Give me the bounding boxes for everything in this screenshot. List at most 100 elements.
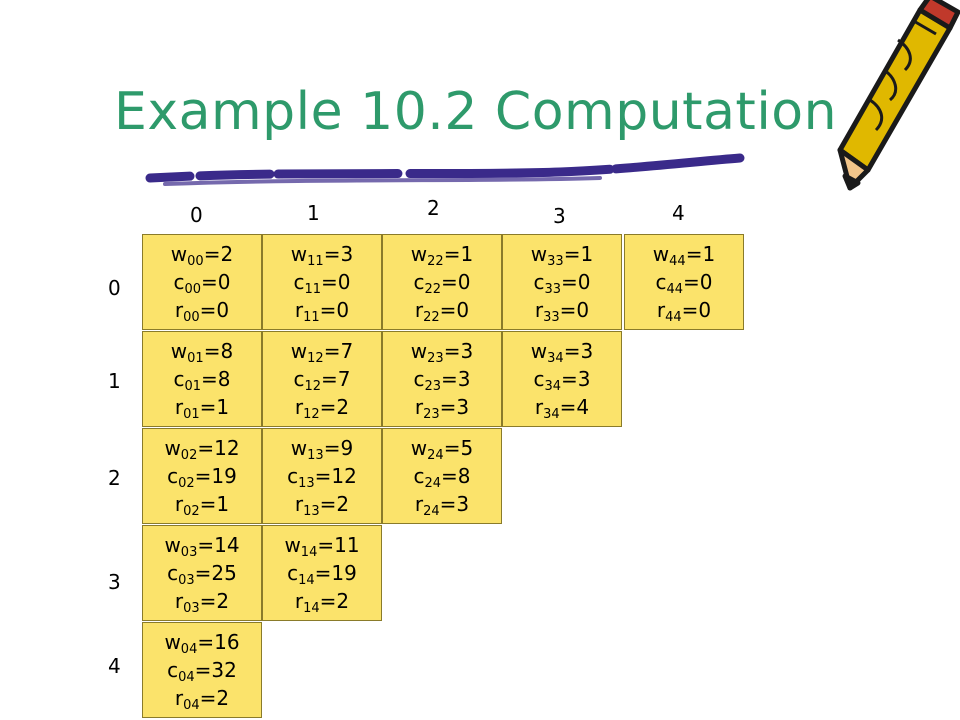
subscript: 13 bbox=[307, 448, 324, 463]
value: =1 bbox=[443, 242, 474, 266]
value: =1 bbox=[199, 395, 230, 419]
value: =25 bbox=[194, 561, 237, 585]
subscript: 34 bbox=[543, 407, 560, 422]
subscript: 33 bbox=[544, 282, 562, 297]
value: =0 bbox=[559, 298, 590, 322]
value: =3 bbox=[561, 367, 591, 391]
subscript: 11 bbox=[307, 254, 324, 269]
subscript: 02 bbox=[180, 448, 198, 463]
cell-line: c00=0 bbox=[173, 268, 230, 296]
subscript: 22 bbox=[423, 310, 440, 325]
variable-name: c bbox=[173, 270, 185, 294]
cell-line: w00=2 bbox=[171, 240, 233, 268]
subscript: 01 bbox=[184, 379, 202, 394]
subscript: 11 bbox=[304, 282, 322, 297]
cell-line: c14=19 bbox=[287, 559, 357, 587]
row-label-0: 0 bbox=[108, 276, 121, 300]
value: =5 bbox=[443, 436, 474, 460]
subscript: 03 bbox=[180, 545, 198, 560]
column-label-1: 1 bbox=[307, 201, 320, 225]
variable-name: r bbox=[414, 395, 424, 419]
cell-line: w14=11 bbox=[284, 531, 359, 559]
value: =16 bbox=[197, 630, 240, 654]
cell-line: r24=3 bbox=[415, 490, 469, 518]
variable-name: w bbox=[410, 339, 428, 363]
variable-name: r bbox=[294, 589, 304, 613]
subscript: 44 bbox=[669, 254, 686, 269]
variable-name: w bbox=[290, 339, 308, 363]
value: =9 bbox=[323, 436, 354, 460]
subscript: 12 bbox=[304, 379, 322, 394]
variable-name: w bbox=[652, 242, 670, 266]
row-label-1: 1 bbox=[108, 369, 121, 393]
row-label-4: 4 bbox=[108, 654, 121, 678]
variable-name: w bbox=[284, 533, 301, 557]
value: =12 bbox=[197, 436, 240, 460]
cell-line: c12=7 bbox=[293, 365, 350, 393]
variable-name: w bbox=[530, 339, 548, 363]
variable-name: r bbox=[174, 298, 184, 322]
value: =8 bbox=[201, 367, 231, 391]
value: =2 bbox=[319, 492, 350, 516]
cell-line: r12=2 bbox=[295, 393, 349, 421]
cell-line: r13=2 bbox=[295, 490, 349, 518]
column-label-4: 4 bbox=[672, 201, 685, 225]
subscript: 34 bbox=[544, 379, 562, 394]
value: =7 bbox=[321, 367, 351, 391]
subscript: 03 bbox=[178, 573, 195, 588]
value: =2 bbox=[319, 395, 350, 419]
subscript: 22 bbox=[427, 254, 444, 269]
subscript: 01 bbox=[183, 407, 200, 422]
cell-line: w34=3 bbox=[531, 337, 593, 365]
value: =2 bbox=[199, 686, 230, 710]
cell-line: c13=12 bbox=[287, 462, 357, 490]
variable-name: w bbox=[530, 242, 548, 266]
subscript: 01 bbox=[187, 351, 204, 366]
value: =0 bbox=[561, 270, 591, 294]
variable-name: c bbox=[413, 464, 425, 488]
cell-line: r02=1 bbox=[175, 490, 229, 518]
cell-line: r44=0 bbox=[657, 296, 711, 324]
cell-line: r34=4 bbox=[535, 393, 589, 421]
subscript: 23 bbox=[423, 407, 440, 422]
subscript: 00 bbox=[187, 254, 204, 269]
subscript: 24 bbox=[423, 504, 440, 519]
value: =11 bbox=[317, 533, 360, 557]
variable-name: w bbox=[290, 436, 308, 460]
value: =7 bbox=[323, 339, 354, 363]
variable-name: c bbox=[413, 367, 425, 391]
value: =0 bbox=[681, 298, 712, 322]
variable-name: r bbox=[414, 492, 424, 516]
column-label-2: 2 bbox=[427, 196, 440, 220]
value: =8 bbox=[441, 464, 471, 488]
variable-name: w bbox=[290, 242, 308, 266]
value: =3 bbox=[439, 492, 470, 516]
variable-name: r bbox=[656, 298, 666, 322]
cell-line: w24=5 bbox=[411, 434, 473, 462]
variable-name: c bbox=[533, 270, 545, 294]
subscript: 12 bbox=[303, 407, 320, 422]
value: =1 bbox=[685, 242, 716, 266]
variable-name: c bbox=[287, 561, 299, 585]
cell-line: w33=1 bbox=[531, 240, 593, 268]
subscript: 00 bbox=[184, 282, 202, 297]
variable-name: r bbox=[174, 492, 184, 516]
subscript: 13 bbox=[303, 504, 320, 519]
subscript: 23 bbox=[427, 351, 444, 366]
cell-line: w11=3 bbox=[291, 240, 353, 268]
variable-name: c bbox=[287, 464, 299, 488]
variable-name: w bbox=[164, 630, 181, 654]
value: =8 bbox=[203, 339, 234, 363]
value: =2 bbox=[199, 589, 230, 613]
